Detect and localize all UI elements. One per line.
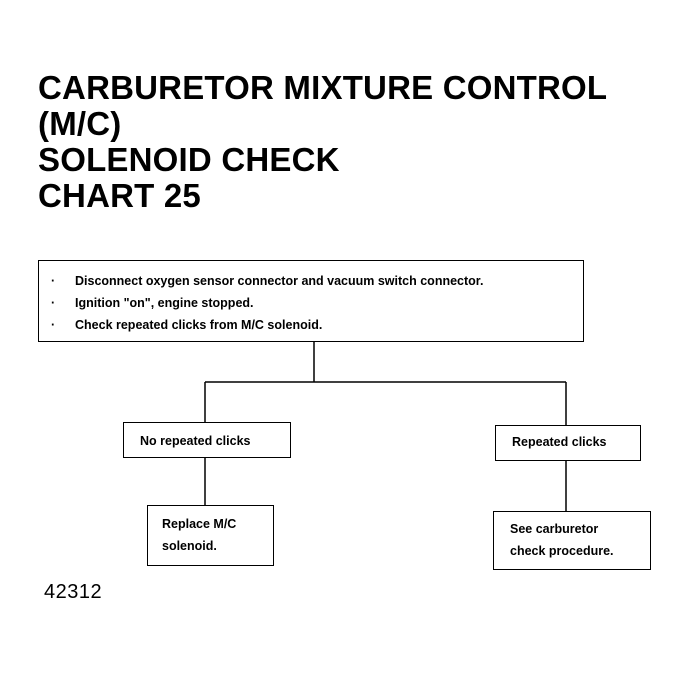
title-line: (M/C) bbox=[38, 105, 122, 142]
action-line: solenoid. bbox=[162, 539, 217, 553]
title-line: CARBURETOR MIXTURE CONTROL bbox=[38, 69, 608, 106]
condition-label: No repeated clicks bbox=[140, 434, 251, 448]
no-repeated-clicks-box: No repeated clicks bbox=[123, 422, 291, 458]
replace-solenoid-box: Replace M/C solenoid. bbox=[147, 505, 274, 566]
figure-number: 42312 bbox=[44, 581, 103, 603]
step-item: Check repeated clicks from M/C solenoid. bbox=[51, 314, 575, 336]
see-carburetor-procedure-box: See carburetor check procedure. bbox=[493, 511, 651, 570]
step-item: Disconnect oxygen sensor connector and v… bbox=[51, 270, 575, 292]
initial-steps-box: Disconnect oxygen sensor connector and v… bbox=[38, 260, 584, 342]
repeated-clicks-box: Repeated clicks bbox=[495, 425, 641, 461]
action-line: See carburetor bbox=[510, 522, 599, 536]
action-line: check procedure. bbox=[510, 544, 614, 558]
steps-list: Disconnect oxygen sensor connector and v… bbox=[51, 270, 575, 336]
chart-title: CARBURETOR MIXTURE CONTROL (M/C) SOLENOI… bbox=[38, 70, 607, 214]
action-line: Replace M/C bbox=[162, 517, 237, 531]
title-line: SOLENOID CHECK bbox=[38, 141, 340, 178]
step-item: Ignition "on", engine stopped. bbox=[51, 292, 575, 314]
condition-label: Repeated clicks bbox=[512, 435, 607, 449]
title-line: CHART 25 bbox=[38, 177, 201, 214]
